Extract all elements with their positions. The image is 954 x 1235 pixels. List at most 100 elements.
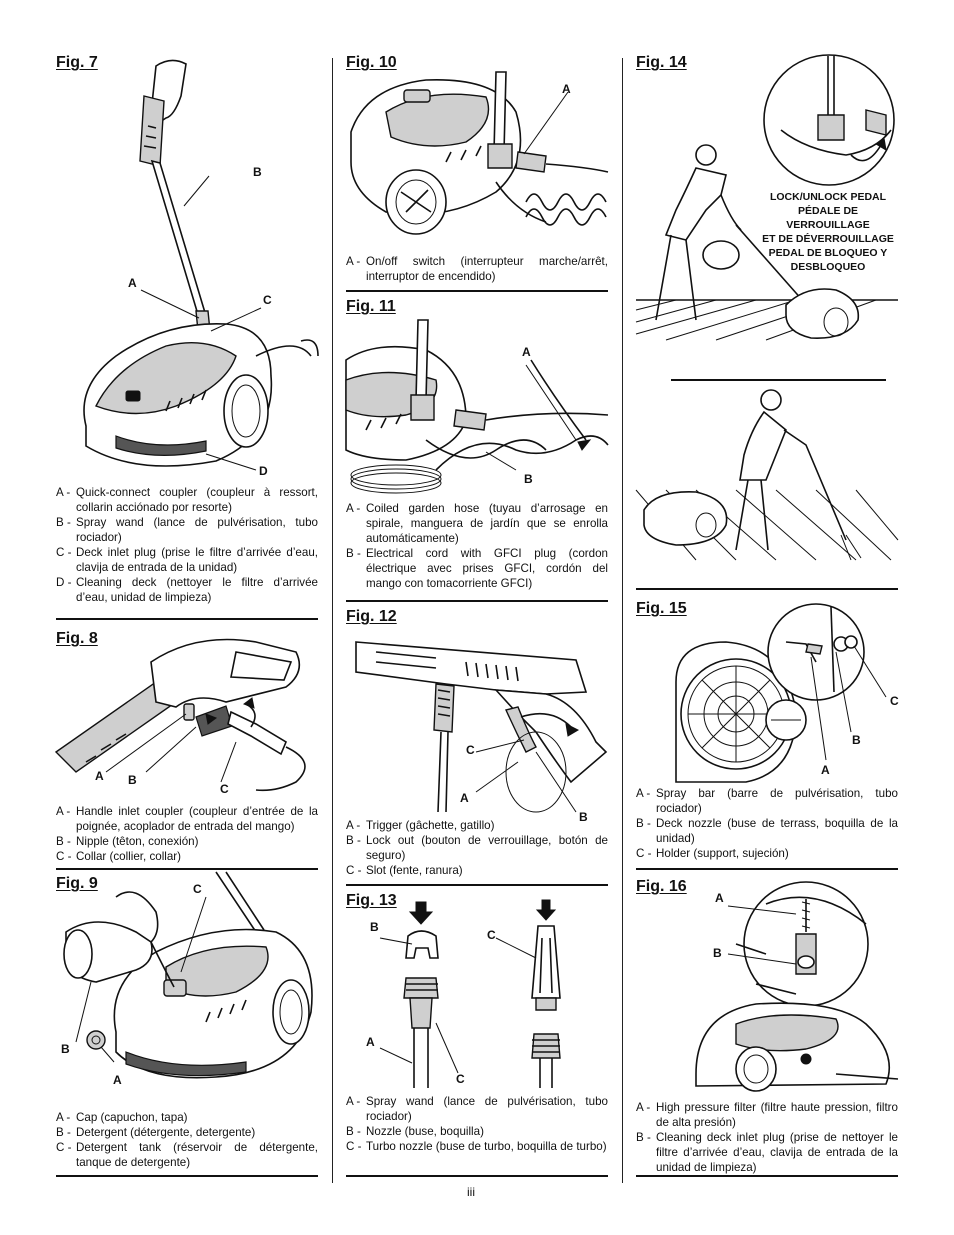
fig7-title: Fig. 7 xyxy=(56,54,98,71)
pedal-label-line: DESBLOQUEO xyxy=(790,261,866,273)
section-rule xyxy=(346,290,608,292)
fig15-illustration xyxy=(636,602,898,783)
pedal-label-line: LOCK/UNLOCK PEDAL xyxy=(769,191,887,203)
fig10-illustration xyxy=(346,71,609,247)
fig7-callout-d: D xyxy=(259,464,268,478)
fig13-illustration xyxy=(346,898,608,1088)
fig11-caption: A -Coiled garden hose (tuyau d’arrosage … xyxy=(346,501,608,591)
section-rule xyxy=(346,884,608,886)
fig13-callout-b: B xyxy=(370,920,379,934)
section-rule xyxy=(56,1175,318,1177)
fig14-title: Fig. 14 xyxy=(636,54,687,71)
fig13-caption-item: B -Nozzle (buse, boquilla) xyxy=(346,1125,484,1138)
fig10-caption: A -On/off switch (interrupteur marche/ar… xyxy=(346,254,608,284)
fig15-caption-item: B -Deck nozzle (buse de terrass, boquill… xyxy=(636,817,898,845)
fig9-callout-c: C xyxy=(193,882,202,896)
fig9-title: Fig. 9 xyxy=(56,875,98,892)
fig8-callout-a: A xyxy=(95,769,104,783)
fig16-caption: A -High pressure filter (filtre haute pr… xyxy=(636,1100,898,1175)
fig7-caption-item: D -Cleaning deck (nettoyer le filtre d’a… xyxy=(56,576,318,604)
fig13-callout-c-turbo: C xyxy=(487,928,496,942)
column-left: Fig. 7 B A C D xyxy=(54,0,319,1235)
fig12-illustration xyxy=(346,632,608,813)
fig13-caption-item: C -Turbo nozzle (buse de turbo, boquilla… xyxy=(346,1140,607,1153)
column-middle: Fig. 10 A A -On/off switch (interrupteur… xyxy=(345,0,609,1235)
fig9-caption-item: C -Detergent tank (réservoir de détergen… xyxy=(56,1141,318,1169)
fig12-caption-item: C -Slot (fente, ranura) xyxy=(346,864,463,877)
fig9-callout-a: A xyxy=(113,1073,122,1087)
fig7-callout-c: C xyxy=(263,293,272,307)
fig7-caption-item: A -Quick-connect coupler (coupleur à res… xyxy=(56,486,318,514)
column-divider xyxy=(332,58,333,1183)
fig11-title: Fig. 11 xyxy=(346,298,396,315)
fig10-title: Fig. 10 xyxy=(346,54,397,71)
fig13-caption-item: A -Spray wand (lance de pulvérisation, t… xyxy=(346,1095,608,1123)
fig7-caption-item: C -Deck inlet plug (prise le filtre d’ar… xyxy=(56,546,318,574)
fig16-illustration xyxy=(636,874,899,1099)
fig15-callout-b: B xyxy=(852,733,861,747)
pedal-label-line: PÉDALE DE VERROUILLAGE xyxy=(786,205,870,231)
fig12-callout-a: A xyxy=(460,791,469,805)
fig7-caption-item: B -Spray wand (lance de pulvérisation, t… xyxy=(56,516,318,544)
column-right: Fig. 14 xyxy=(635,0,899,1235)
fig13-title: Fig. 13 xyxy=(346,892,397,909)
fig8-title: Fig. 8 xyxy=(56,630,98,647)
fig12-caption-item: A -Trigger (gâchette, gatillo) xyxy=(346,819,495,832)
fig9-caption-item: A -Cap (capuchon, tapa) xyxy=(56,1111,188,1124)
fig8-callout-c: C xyxy=(220,782,229,796)
fig16-caption-item: A -High pressure filter (filtre haute pr… xyxy=(636,1101,898,1129)
fig11-caption-item: A -Coiled garden hose (tuyau d’arrosage … xyxy=(346,502,608,545)
section-rule xyxy=(346,600,608,602)
fig14-illustration xyxy=(635,54,899,561)
fig11-callout-b: B xyxy=(524,472,533,486)
fig15-caption-item: C -Holder (support, sujeción) xyxy=(636,847,789,860)
fig8-caption-item: A -Handle inlet coupler (coupleur d’entr… xyxy=(56,805,318,833)
fig16-callout-b: B xyxy=(713,946,722,960)
fig7-illustration xyxy=(56,56,319,481)
fig9-callout-b: B xyxy=(61,1042,70,1056)
fig13-callout-a: A xyxy=(366,1035,375,1049)
fig15-callout-c: C xyxy=(890,694,899,708)
section-rule xyxy=(636,868,898,870)
fig11-caption-item: B -Electrical cord with GFCI plug (cordo… xyxy=(346,547,608,590)
section-rule xyxy=(56,868,318,870)
pedal-label-line: PEDAL DE BLOQUEO Y xyxy=(768,247,888,259)
fig9-caption: A -Cap (capuchon, tapa) B -Detergent (dé… xyxy=(56,1110,318,1170)
fig7-callout-a: A xyxy=(128,276,137,290)
fig8-callout-b: B xyxy=(128,773,137,787)
fig12-callout-b: B xyxy=(579,810,588,824)
fig12-caption-item: B -Lock out (bouton de verrouillage, bot… xyxy=(346,834,608,862)
section-rule xyxy=(56,618,318,620)
fig10-callout-a: A xyxy=(562,82,571,96)
fig16-caption-item: B -Cleaning deck inlet plug (prise de ne… xyxy=(636,1131,898,1174)
fig8-caption: A -Handle inlet coupler (coupleur d’entr… xyxy=(56,804,318,864)
fig8-caption-item: C -Collar (collier, collar) xyxy=(56,850,182,863)
column-divider xyxy=(622,58,623,1183)
fig8-illustration xyxy=(54,632,318,792)
fig13-caption: A -Spray wand (lance de pulvérisation, t… xyxy=(346,1094,608,1154)
fig9-caption-item: B -Detergent (détergente, detergente) xyxy=(56,1126,256,1139)
page-number: iii xyxy=(467,1185,475,1199)
fig8-caption-item: B -Nipple (têton, conexión) xyxy=(56,835,199,848)
section-rule xyxy=(346,1175,608,1177)
fig16-callout-a: A xyxy=(715,891,724,905)
fig15-title: Fig. 15 xyxy=(636,600,687,617)
fig12-title: Fig. 12 xyxy=(346,608,397,625)
fig15-callout-a: A xyxy=(821,763,830,777)
fig11-illustration xyxy=(345,319,609,495)
fig11-callout-a: A xyxy=(522,345,531,359)
fig16-title: Fig. 16 xyxy=(636,878,687,895)
fig15-caption-item: A -Spray bar (barre de pulvérisation, tu… xyxy=(636,787,898,815)
section-rule xyxy=(636,1175,898,1177)
fig10-caption-item: A -On/off switch (interrupteur marche/ar… xyxy=(346,255,608,283)
fig9-illustration xyxy=(56,871,318,1102)
fig13-callout-c: C xyxy=(456,1072,465,1086)
fig12-callout-c: C xyxy=(466,743,475,757)
fig7-callout-b: B xyxy=(253,165,262,179)
lock-unlock-pedal-label: LOCK/UNLOCK PEDAL PÉDALE DE VERROUILLAGE… xyxy=(758,190,898,274)
fig15-caption: A -Spray bar (barre de pulvérisation, tu… xyxy=(636,786,898,861)
pedal-label-line: ET DE DÉVERROUILLAGE xyxy=(762,233,894,245)
fig7-caption: A -Quick-connect coupler (coupleur à res… xyxy=(56,485,318,605)
fig12-caption: A -Trigger (gâchette, gatillo) B -Lock o… xyxy=(346,818,608,878)
section-rule xyxy=(636,588,898,590)
